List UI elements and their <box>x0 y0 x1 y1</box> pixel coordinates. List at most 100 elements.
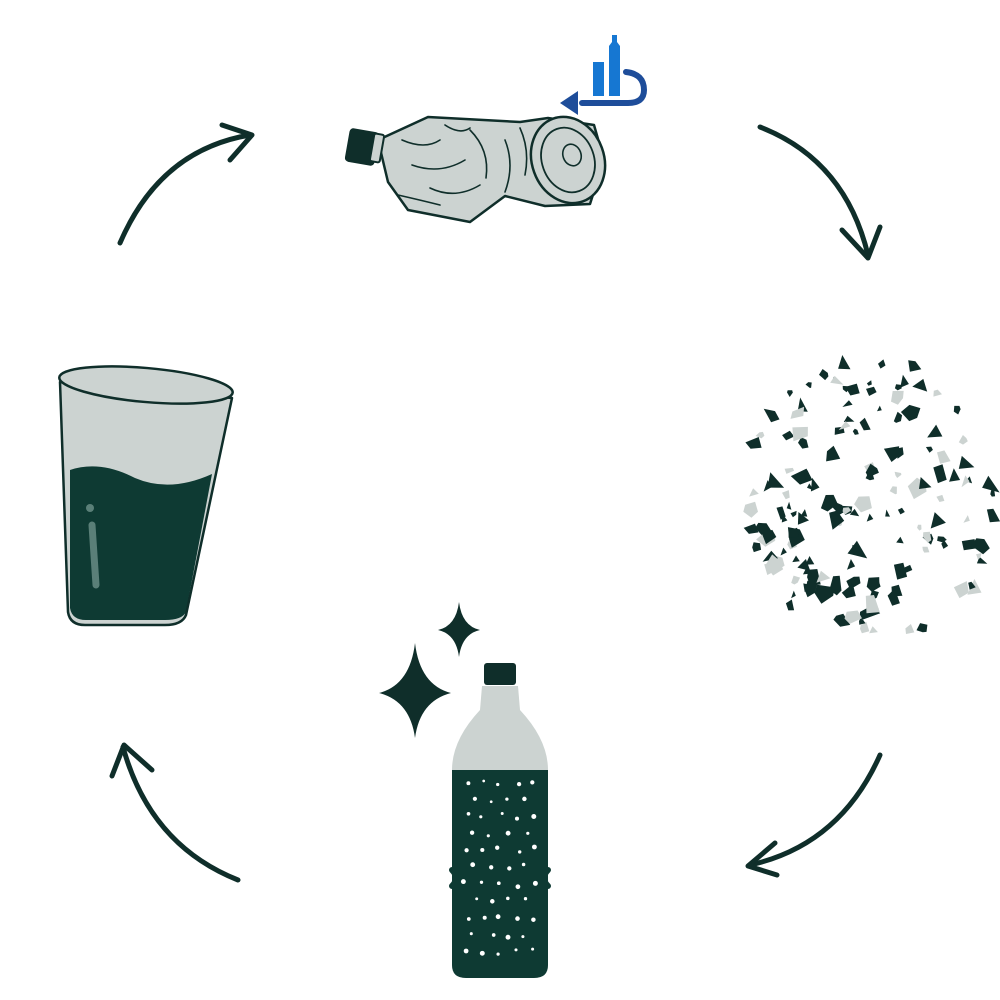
plastic-flake <box>816 570 831 583</box>
plastic-flake <box>877 405 882 412</box>
plastic-flake <box>897 507 905 515</box>
plastic-flake <box>936 494 945 502</box>
bubble-dot <box>496 952 500 956</box>
bubble-dot <box>506 896 510 901</box>
cycle-arrows <box>109 122 883 883</box>
bubble-dot <box>490 899 495 904</box>
plastic-flake <box>859 417 871 431</box>
sparkle-icons <box>379 602 480 738</box>
plastic-flake <box>891 390 904 405</box>
bubble-dot <box>514 948 518 952</box>
plastic-flake <box>893 562 908 580</box>
bubble-dot <box>507 866 512 871</box>
plastic-flake <box>889 486 897 495</box>
bubble-dot <box>470 862 476 868</box>
plastic-flake <box>860 621 870 634</box>
plastic-flake <box>922 546 930 553</box>
bubble-dot <box>479 815 483 819</box>
plastic-flake <box>916 623 928 633</box>
bubble-dot <box>505 830 511 836</box>
plastic-flake <box>976 556 988 564</box>
bubble-dot <box>526 831 530 835</box>
plastic-flake <box>803 583 811 592</box>
bubble-dot <box>521 862 526 867</box>
plastic-flake <box>764 562 776 575</box>
plastic-flake <box>958 455 975 469</box>
bubble-dot <box>496 881 501 886</box>
plastic-flake <box>859 619 866 625</box>
crushed-bottle-icon <box>344 115 607 224</box>
bubble-dot <box>523 897 528 901</box>
plastic-flake <box>761 529 777 545</box>
plastic-flakes-icon <box>743 355 1000 634</box>
plastic-flake <box>776 506 786 520</box>
plastic-flake <box>844 610 862 624</box>
new-bottle-icon <box>449 663 551 978</box>
plastic-flake <box>798 437 809 449</box>
bubble-dot <box>479 950 485 956</box>
bubble-dot <box>500 812 504 815</box>
plastic-flake <box>905 624 915 634</box>
plastic-flake <box>894 471 902 478</box>
sparkle-small-icon <box>438 602 480 657</box>
plastic-flake <box>865 595 880 614</box>
plastic-flake <box>896 536 904 544</box>
bubble-dot <box>466 917 471 921</box>
bubble-dot <box>522 796 527 802</box>
plastic-flake <box>917 524 922 531</box>
plastic-flake <box>961 475 970 488</box>
plastic-flake <box>830 375 844 385</box>
plastic-flake <box>785 599 795 611</box>
plastic-flake <box>919 477 932 489</box>
plastic-flake <box>963 515 970 523</box>
plastic-flake <box>829 575 842 596</box>
bubble-dot <box>469 830 475 835</box>
plastic-flake <box>908 360 922 372</box>
plastic-flake <box>893 411 903 423</box>
bubble-dot <box>532 880 538 886</box>
plastic-flake <box>865 463 879 478</box>
plastic-flake <box>797 559 811 571</box>
plastic-flake <box>854 496 872 513</box>
bubble-dot <box>479 880 484 884</box>
bubble-dot <box>530 780 535 785</box>
plastic-flake <box>807 483 814 491</box>
plastic-flake <box>763 480 772 492</box>
bubble-dot <box>489 800 493 804</box>
arrow-top-right-icon <box>757 124 883 261</box>
plastic-flake <box>803 567 812 575</box>
plastic-flake <box>786 501 792 510</box>
plastic-flake <box>805 556 815 565</box>
plastic-flake <box>752 542 762 553</box>
plastic-flake <box>953 581 969 599</box>
plastic-flake <box>805 382 812 388</box>
plastic-flake <box>767 472 785 488</box>
plastic-flake <box>869 626 878 634</box>
bubble-dot <box>489 865 494 870</box>
plastic-flake <box>804 470 812 482</box>
bubble-dot <box>495 845 500 850</box>
bubble-dot <box>531 917 536 922</box>
plastic-flake <box>887 588 900 606</box>
recycle-bottle-badge-icon <box>560 35 648 115</box>
plastic-flake <box>930 512 946 529</box>
plastic-flake <box>755 431 765 439</box>
plastic-flake <box>933 389 942 397</box>
plastic-flake <box>883 446 900 462</box>
bubble-dot <box>466 781 471 786</box>
plastic-flake <box>805 580 819 598</box>
plastic-flake <box>866 380 872 386</box>
bubble-dot <box>505 934 511 940</box>
plastic-flake <box>838 355 851 370</box>
plastic-flake <box>810 477 820 492</box>
plastic-flake <box>885 509 890 517</box>
plastic-flake <box>852 428 859 435</box>
plastic-flake <box>831 501 845 515</box>
plastic-flake <box>745 437 762 449</box>
plastic-flake <box>900 374 909 388</box>
plastic-flake <box>792 426 808 442</box>
plastic-flake <box>845 383 860 396</box>
plastic-flake <box>790 406 805 419</box>
